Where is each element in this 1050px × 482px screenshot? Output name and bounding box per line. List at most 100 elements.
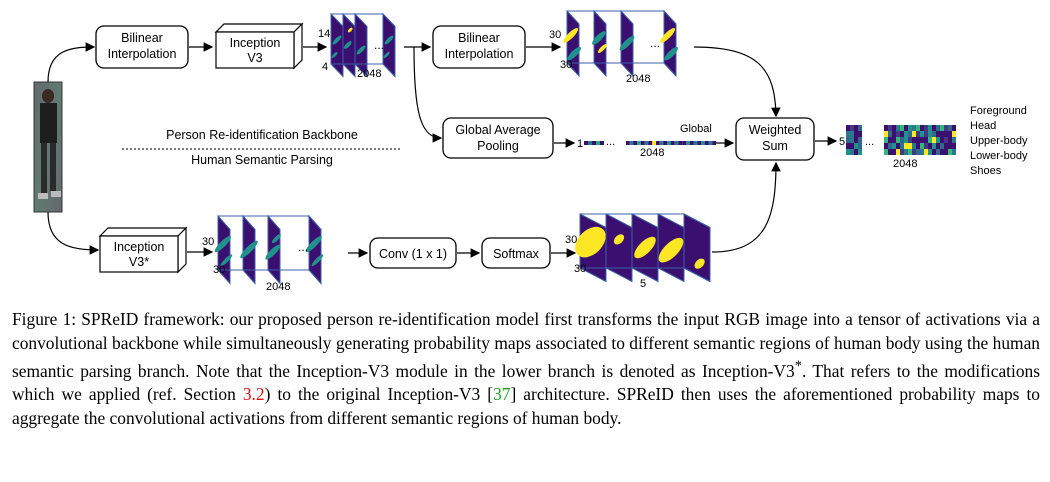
legend-foreground: Foreground <box>970 105 1027 117</box>
output-matrix-cell <box>916 137 920 143</box>
stack-outline <box>567 10 677 77</box>
bilinear-1-line2: Interpolation <box>108 47 177 61</box>
output-matrix-cell <box>846 149 850 155</box>
output-matrix-cell <box>892 125 896 131</box>
feature-map-slice <box>240 214 258 285</box>
prob-stack-width-label: 30 <box>574 263 586 275</box>
global-vector-cell <box>626 141 630 145</box>
feature-map-slice <box>354 12 368 78</box>
arrow-prob-to-weighted-sum <box>711 161 781 253</box>
output-matrix-cell <box>854 137 858 143</box>
output-matrix-cell <box>850 149 854 155</box>
output-matrix-cell <box>900 143 904 149</box>
output-matrix-cell <box>940 131 944 137</box>
output-matrix-cell <box>904 125 908 131</box>
bilinear-2-line1: Bilinear <box>458 31 500 45</box>
global-vector-cell <box>629 141 634 145</box>
output-matrix-cell <box>854 149 858 155</box>
legend-shoes: Shoes <box>970 165 1002 177</box>
feature-map-slice <box>330 12 344 78</box>
feature-map-slice <box>660 9 678 78</box>
probability-map-slice <box>631 213 659 283</box>
caption-part-4: architecture. SPReID then uses the afore… <box>12 384 1040 428</box>
citation-link[interactable]: 37 <box>493 384 511 405</box>
output-matrix-cell <box>884 149 888 155</box>
output-matrix-cell <box>928 149 932 155</box>
output-matrix-cell <box>928 125 932 131</box>
output-matrix-cell <box>854 143 858 149</box>
output-matrix-cell <box>912 137 916 143</box>
feature-map-slice <box>382 12 396 78</box>
global-vector-cell <box>652 141 656 145</box>
output-matrix-cell <box>858 149 862 155</box>
global-vector-cell <box>704 141 709 145</box>
global-vector-cell <box>648 141 653 145</box>
stack-outline <box>331 13 396 77</box>
caption-part-3: ) to the original Inception-V3 <box>264 384 488 405</box>
output-matrix-cell <box>916 131 920 137</box>
stack-ellipsis: ... <box>374 38 384 52</box>
probability-map-slice <box>683 213 711 283</box>
output-channels-label: 2048 <box>893 158 917 170</box>
output-matrix-cell <box>846 143 850 149</box>
bilinear-2-line2: Interpolation <box>445 47 514 61</box>
global-vector-cell <box>592 141 596 145</box>
global-vector-label: Global <box>680 123 712 135</box>
global-vector-cell <box>656 141 660 145</box>
global-vector-cell <box>693 141 698 145</box>
output-matrix-cell <box>858 131 862 137</box>
output-matrix-cell <box>858 143 862 149</box>
output-matrix-cell <box>904 149 908 155</box>
output-matrix-cell <box>912 125 916 131</box>
output-matrix-cell <box>940 143 944 149</box>
figure-caption: Figure 1: SPReID framework: our proposed… <box>12 308 1040 430</box>
global-vector-cell <box>708 141 713 145</box>
output-matrix-cell <box>920 143 924 149</box>
output-matrix-cell <box>928 143 932 149</box>
global-vector-cell <box>588 141 592 145</box>
output-matrix-cell <box>952 125 956 131</box>
output-matrix-cell <box>924 149 928 155</box>
output-matrix-cell <box>924 125 928 131</box>
prob-stack-height-label: 30 <box>565 234 577 246</box>
output-matrix-cell <box>924 137 928 143</box>
conv-label: Conv (1 x 1) <box>379 247 447 261</box>
output-matrix-cell <box>944 143 948 149</box>
output-matrix-cell <box>896 125 900 131</box>
global-vector-cell <box>667 141 671 145</box>
output-matrix-cell <box>952 149 956 155</box>
softmax-label: Softmax <box>493 247 540 261</box>
backbone-label: Person Re-identification Backbone <box>166 128 358 142</box>
output-matrix-cell <box>944 131 948 137</box>
output-matrix-cell <box>850 125 854 131</box>
output-matrix-cell <box>908 149 912 155</box>
output-matrix-cell <box>896 149 900 155</box>
legend-lower-body: Lower-body <box>970 150 1028 162</box>
output-matrix-cell <box>940 125 944 131</box>
output-matrix-cell <box>858 137 862 143</box>
output-count-label: 5 <box>839 136 845 148</box>
global-vector-count-label: 1 <box>577 138 583 150</box>
interp-stack-channels-label: 2048 <box>626 73 650 85</box>
interp-stack-height-label: 30 <box>549 29 561 41</box>
output-matrix-cell <box>920 149 924 155</box>
output-matrix-cell <box>924 131 928 137</box>
top-stack-channels-label: 2048 <box>357 68 381 80</box>
stack-outline <box>218 215 322 284</box>
stack-ellipsis: ... <box>650 36 660 50</box>
output-matrix-cell <box>888 125 892 131</box>
inception-v3-top-box <box>214 22 304 70</box>
parsing-label: Human Semantic Parsing <box>191 153 333 167</box>
global-average-pooling-box <box>442 117 554 159</box>
section-ref-link[interactable]: 3.2 <box>242 384 265 405</box>
caption-superscript: * <box>794 358 802 374</box>
output-matrix-cell <box>884 125 888 131</box>
global-vector-cell <box>644 141 649 145</box>
feature-map-slice <box>563 9 581 78</box>
global-vector-ellipsis: ... <box>606 136 615 148</box>
global-vector-cell <box>678 141 683 145</box>
output-matrix-cell <box>932 131 936 137</box>
output-matrix-cell <box>924 143 928 149</box>
output-matrix-cell <box>896 131 900 137</box>
output-matrix-cell <box>884 137 888 143</box>
